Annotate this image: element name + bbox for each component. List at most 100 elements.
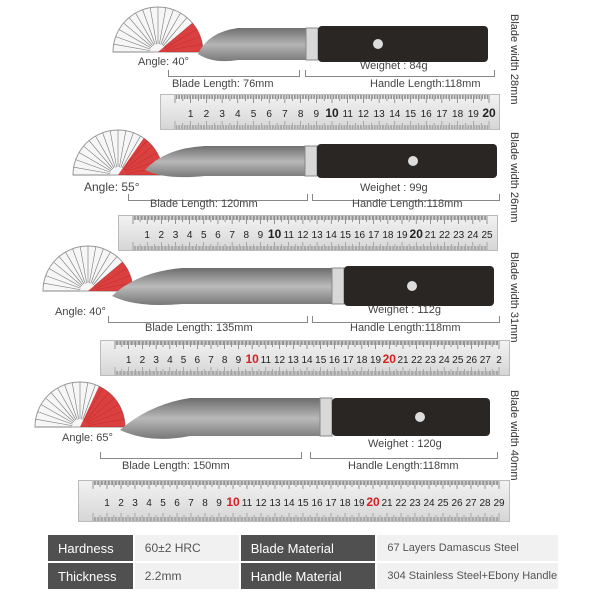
ruler-number: 28 — [479, 498, 491, 509]
ruler-number: 15 — [405, 109, 417, 120]
protractor-4 — [34, 381, 126, 428]
ruler-number: 20 — [366, 495, 380, 509]
ruler-number: 1 — [188, 109, 194, 120]
ruler-number: 10 — [226, 495, 240, 509]
ruler-number: 16 — [311, 498, 323, 509]
ruler-number: 22 — [395, 498, 407, 509]
ruler-number: 4 — [167, 355, 173, 366]
ruler-number: 7 — [188, 498, 194, 509]
thickness-value: 2.2mm — [134, 563, 239, 589]
ruler-number: 17 — [436, 109, 448, 120]
hardness-label: Hardness — [48, 535, 133, 561]
ruler-number: 23 — [425, 355, 437, 366]
ruler-number: 13 — [312, 230, 324, 241]
ruler-number: 25 — [437, 498, 449, 509]
ruler-number: 18 — [356, 355, 368, 366]
knife-3-image — [112, 266, 494, 306]
ruler-number: 2 — [140, 355, 146, 366]
ruler-number: 23 — [453, 230, 465, 241]
ruler-number: 2 — [496, 355, 502, 366]
blade-width-label: Blade width 40mm — [508, 390, 520, 481]
weight-label: Weighet : 120g — [368, 438, 442, 450]
ruler-number: 11 — [343, 109, 354, 120]
ruler-number: 17 — [368, 230, 380, 241]
blade-material-label: Blade Material — [240, 535, 376, 561]
ruler-number: 10 — [268, 227, 282, 241]
ruler-number: 3 — [219, 109, 225, 120]
ruler-number: 8 — [222, 355, 228, 366]
protractor-3 — [42, 245, 134, 292]
ruler-number: 14 — [283, 498, 295, 509]
ruler-number: 9 — [258, 230, 264, 241]
ruler-number: 16 — [421, 109, 433, 120]
ruler-number: 7 — [282, 109, 288, 120]
hardness-value: 60±2 HRC — [134, 535, 239, 561]
ruler-number: 7 — [208, 355, 214, 366]
ruler-number: 8 — [202, 498, 208, 509]
ruler-number: 13 — [288, 355, 300, 366]
ruler-number: 19 — [396, 230, 408, 241]
ruler-number: 24 — [423, 498, 435, 509]
knife-2-image — [145, 144, 497, 178]
ruler-number: 16 — [354, 230, 366, 241]
blade-length-label: Blade Length: 135mm — [145, 322, 253, 334]
handle-dimension-line — [310, 452, 498, 459]
handle-length-label: Handle Length:118mm — [350, 322, 461, 334]
ruler-number: 3 — [132, 498, 138, 509]
blade-width-label: Blade width 28mm — [508, 14, 520, 105]
ruler-number: 18 — [339, 498, 351, 509]
ruler-number: 17 — [343, 355, 355, 366]
ruler-number: 11 — [261, 355, 272, 366]
ruler-number: 20 — [482, 106, 496, 120]
ruler-number: 14 — [326, 230, 338, 241]
blade-dimension-line — [128, 194, 308, 201]
ruler-number: 8 — [243, 230, 249, 241]
ruler-number: 16 — [329, 355, 341, 366]
ruler-number: 18 — [452, 109, 464, 120]
handle-length-label: Handle Length:118mm — [352, 198, 463, 210]
handle-dimension-line — [305, 70, 495, 77]
ruler-number: 6 — [266, 109, 272, 120]
ruler-number: 15 — [297, 498, 309, 509]
ruler-number: 24 — [439, 355, 451, 366]
ruler-number: 6 — [215, 230, 221, 241]
handle-length-label: Handle Length:118mm — [348, 460, 459, 472]
ruler-number: 9 — [236, 355, 242, 366]
ruler-number: 18 — [382, 230, 394, 241]
ruler-number: 14 — [389, 109, 401, 120]
ruler-number: 9 — [216, 498, 222, 509]
angle-label: Angle: 65° — [62, 432, 113, 444]
ruler-number: 27 — [465, 498, 477, 509]
ruler-number: 21 — [425, 230, 437, 241]
ruler-number: 5 — [251, 109, 257, 120]
blade-length-label: Blade Length: 120mm — [150, 198, 258, 210]
ruler-number: 15 — [315, 355, 327, 366]
ruler-number: 4 — [187, 230, 193, 241]
ruler-number: 5 — [201, 230, 207, 241]
ruler-number: 20 — [383, 352, 397, 366]
angle-label: Angle: 55° — [84, 180, 140, 194]
ruler-number: 11 — [242, 498, 253, 509]
ruler-number: 12 — [358, 109, 370, 120]
ruler-number: 4 — [146, 498, 152, 509]
ruler-number: 19 — [370, 355, 382, 366]
ruler-number: 22 — [411, 355, 423, 366]
handle-material-value: 304 Stainless Steel+Ebony Handle — [377, 563, 558, 589]
ruler-number: 11 — [284, 230, 295, 241]
ruler-number: 6 — [195, 355, 201, 366]
specs-table: Hardness 60±2 HRC Blade Material 67 Laye… — [48, 535, 558, 591]
knife-4-image — [120, 397, 490, 439]
specs-row-1: Hardness 60±2 HRC Blade Material 67 Laye… — [48, 535, 558, 561]
ruler-number: 7 — [229, 230, 235, 241]
angle-label: Angle: 40° — [138, 56, 189, 68]
ruler-number: 25 — [452, 355, 464, 366]
handle-dimension-line — [312, 316, 500, 323]
blade-length-label: Blade Length: 76mm — [172, 78, 274, 90]
ruler-number: 25 — [481, 230, 493, 241]
handle-length-label: Handle Length:118mm — [370, 78, 481, 90]
ruler-number: 5 — [181, 355, 187, 366]
ruler-number: 1 — [144, 230, 150, 241]
handle-dimension-line — [312, 194, 500, 201]
